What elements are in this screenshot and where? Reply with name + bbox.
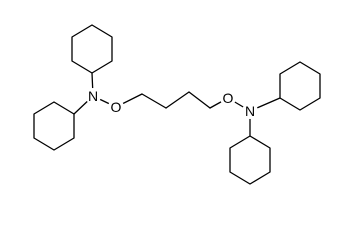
atom-symbol-n-left: N [88, 88, 98, 104]
cyclohexane-ring-top-left [71, 24, 113, 74]
cyclohexane-ring-bottom-right [229, 135, 271, 185]
nitrogen-atom-label-left: N [85, 88, 101, 104]
nitrogen-atom-label-right: N [242, 103, 258, 119]
oxygen-atom-label-left: O [108, 99, 124, 115]
atom-symbol-o-left: O [111, 99, 122, 115]
structure-canvas: N O O N [33, 24, 321, 185]
atom-symbol-o-right: O [223, 90, 234, 106]
cyclohexane-ring-bottom-left [33, 101, 75, 151]
oxygen-atom-label-right: O [220, 90, 236, 106]
molecule-diagram: N O O N [33, 24, 321, 185]
cyclohexane-ring-top-right [279, 61, 321, 111]
atom-symbol-n-right: N [245, 103, 255, 119]
